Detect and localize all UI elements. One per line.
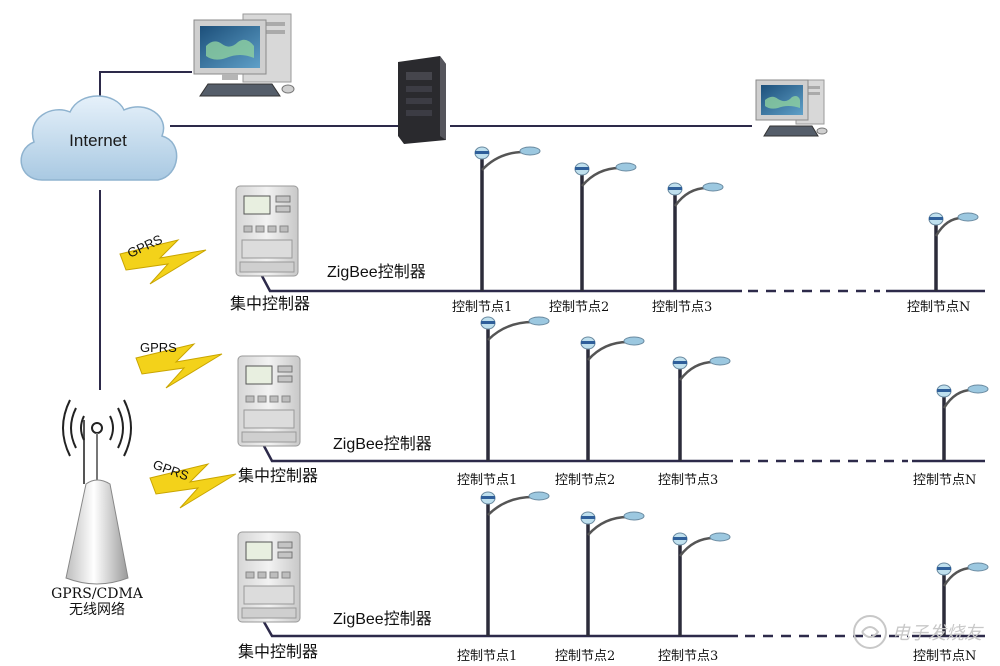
gprs-lightning-icon	[119, 239, 207, 285]
street-lamp-icon	[480, 316, 550, 461]
gprs-lightning-icon	[135, 343, 223, 389]
street-lamp-icon	[474, 146, 541, 291]
control-node-label: 控制节点3	[658, 649, 718, 664]
control-node-label: 控制节点1	[457, 473, 517, 488]
street-lamp-icon	[672, 532, 731, 636]
zigbee-controller-label: ZigBee控制器	[333, 435, 432, 453]
street-lamp-icon	[667, 182, 724, 291]
gprs-label: GPRS	[140, 340, 177, 355]
server-icon	[398, 56, 446, 144]
zigbee-bus-line	[262, 621, 738, 638]
wireless-tower-icon: GPRS/CDMA 无线网络	[51, 399, 144, 618]
concentrator-label: 集中控制器	[238, 467, 318, 485]
backbone-links	[99, 71, 752, 390]
desktop-computer-icon	[755, 79, 828, 137]
control-node-label: 控制节点3	[658, 473, 718, 488]
control-node-label: 控制节点2	[549, 300, 609, 315]
control-node-label: 控制节点1	[452, 300, 512, 315]
control-node-label: 控制节点2	[555, 649, 615, 664]
watermark-text: 电子发烧友	[892, 623, 984, 643]
concentrator-meter-icon	[237, 531, 301, 623]
concentrator-meter-icon	[235, 185, 299, 277]
zigbee-bus-line	[262, 445, 733, 463]
control-node-label: 控制节点1	[457, 649, 517, 664]
street-lamp-icon	[928, 212, 979, 291]
street-lamp-icon	[672, 356, 731, 461]
street-lamp-icon	[936, 384, 989, 461]
concentrator-meter-icon	[237, 355, 301, 447]
desktop-computer-icon	[193, 13, 295, 97]
tower-label-line2: 无线网络	[69, 602, 125, 618]
street-lamp-icon	[580, 511, 645, 636]
concentrator-label: 集中控制器	[230, 295, 310, 313]
gprs-lightning-icon	[149, 463, 237, 509]
internet-cloud: Internet	[20, 95, 178, 181]
zigbee-controller-label: ZigBee控制器	[333, 610, 432, 628]
internet-label: Internet	[69, 131, 127, 150]
control-node-label: 控制节点2	[555, 473, 615, 488]
control-node-label: 控制节点N	[907, 300, 970, 315]
zigbee-controller-label: ZigBee控制器	[327, 263, 426, 281]
street-lamp-icon	[580, 336, 645, 461]
zigbee-bus-line	[260, 275, 742, 293]
tower-label-line1: GPRS/CDMA	[51, 586, 144, 602]
watermark-logo: 电子发烧友	[853, 615, 984, 649]
control-node-label: 控制节点N	[913, 473, 976, 488]
concentrator-label: 集中控制器	[238, 643, 318, 661]
control-node-label: 控制节点3	[652, 300, 712, 315]
street-lamp-icon	[574, 162, 637, 291]
street-lamp-icon	[480, 491, 550, 636]
control-node-label: 控制节点N	[913, 649, 976, 664]
street-lamp-icon	[936, 562, 989, 636]
